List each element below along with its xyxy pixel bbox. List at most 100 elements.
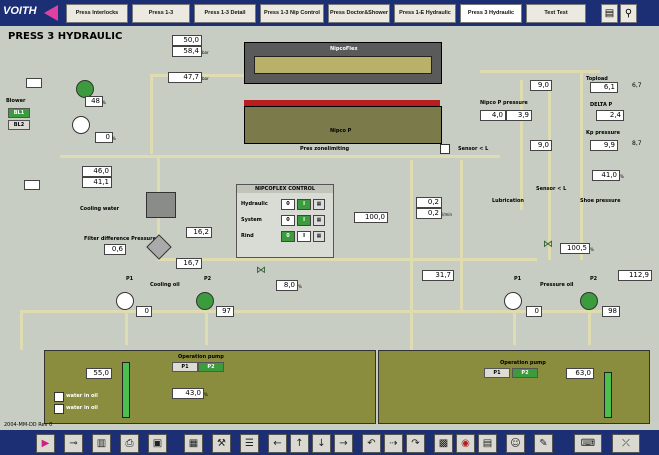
arrow-up-icon[interactable]: ↑ [290,434,309,453]
kp-value-c: 8,7 [632,140,642,147]
system-detail-icon[interactable]: ▦ [313,215,325,226]
cooling-pump-p1-icon[interactable] [116,292,134,310]
nipcoflex-control-panel: NIPCOFLEX CONTROL Hydraulic 0 I ▦ System… [236,184,334,258]
pipe [157,258,537,261]
search-icon[interactable]: ⚲ [620,4,637,23]
cooling-oil-valve-icon[interactable]: ⋈ [256,265,266,276]
tools-icon[interactable]: ⚒ [212,434,231,453]
unit-label: bar [202,76,209,81]
mid-value-d: 31,7 [422,270,454,281]
notepad-icon[interactable]: ▤ [601,4,618,23]
cooling-pump-p2-icon[interactable] [196,292,214,310]
hydraulic-on-button[interactable]: I [297,199,311,210]
forward-icon[interactable]: ⇢ [384,434,403,453]
water-indicator-1 [54,392,64,402]
unit-label: bar [202,50,209,55]
pipe [205,300,208,345]
cooling-valve-pct: 8,0 [276,280,298,291]
pipe [513,300,516,345]
nipco-p-roll[interactable] [244,106,442,144]
tab-press-hydraulic[interactable]: Press 1-E Hydraulic [394,4,456,23]
tab-press-1-3[interactable]: Press 1-3 [132,4,190,23]
trend-icon[interactable]: ▤ [478,434,497,453]
list-icon[interactable]: ☰ [240,434,259,453]
tank-right-p1-button[interactable]: P1 [484,368,510,378]
blower-indicator [26,78,42,88]
left-pressure-value: 47,7 [168,72,202,83]
pipe [460,160,463,310]
filter-diff-label: Filter difference Pressure [84,236,156,242]
pct-unit: % [298,284,302,289]
pipe [410,160,413,350]
text-icon[interactable]: ⌨ [574,434,602,453]
hydraulic-off-button[interactable]: 0 [281,199,295,210]
print-icon[interactable]: ⎙ [120,434,139,453]
nipco-pressure-b: 3,9 [506,110,532,121]
filter-diff-value: 0,6 [104,244,126,255]
nipcoflex-shoe [254,56,432,74]
alarm-icon[interactable]: ◉ [456,434,475,453]
delta-p-value: 2,4 [596,110,624,121]
play-icon[interactable]: ▶ [36,434,55,453]
rind-detail-icon[interactable]: ▦ [313,231,325,242]
tab-press-1-3-detail[interactable]: Press 1-3 Detail [194,4,256,23]
pct-unit: % [112,136,116,141]
top-navigation-bar: VOITH Press Interlocks Press 1-3 Press 1… [0,0,659,26]
right-far-value: 112,9 [618,270,652,281]
system-on-button[interactable]: I [297,215,311,226]
pressure-pump-p2-icon[interactable] [580,292,598,310]
tab-text-test[interactable]: Text Test [526,4,586,23]
system-off-button[interactable]: 0 [281,215,295,226]
pressure-oil-valve-icon[interactable]: ⋈ [543,239,553,250]
arrow-left-icon[interactable]: ← [268,434,287,453]
chart-icon[interactable]: ▥ [92,434,111,453]
tab-press-3-hydraulic[interactable]: Press 3 Hydraulic [460,4,522,23]
undo-icon[interactable]: ↶ [362,434,381,453]
tab-press-nip-control[interactable]: Press 1-3 Nip Control [260,4,324,23]
tab-press-interlocks[interactable]: Press Interlocks [66,4,128,23]
user-icon[interactable]: ☺ [506,434,525,453]
tank-right-p2-button[interactable]: P2 [512,368,538,378]
bl2-button[interactable]: BL2 [8,120,30,130]
heat-exchanger-icon[interactable] [146,192,176,218]
p1-label: P1 [514,276,522,282]
tank-p1-button[interactable]: P1 [172,362,198,372]
mid-value-b: 0,2 [416,208,442,219]
p2-label: P2 [590,276,598,282]
bl1-button[interactable]: BL1 [8,108,30,118]
pen-icon[interactable]: ✎ [534,434,553,453]
bottom-toolbar: ▶ ⊸ ▥ ⎙ ▣ ▦ ⚒ ☰ ← ↑ ↓ → ↶ ⇢ ↷ ▩ ◉ ▤ ☺ ✎ … [0,430,659,455]
delta-p-label: DELTA P [590,102,613,108]
arrow-down-icon[interactable]: ↓ [312,434,331,453]
grid-icon[interactable]: ▩ [434,434,453,453]
topload-label: Topload [586,76,608,82]
pipe [588,300,591,345]
key-icon[interactable]: ⊸ [64,434,83,453]
pct-unit: % [204,392,208,397]
rind-on-button[interactable]: I [297,231,311,242]
hydraulic-detail-icon[interactable]: ▦ [313,199,325,210]
kp-pressure-label: Kp pressure [586,130,620,136]
redo-icon[interactable]: ↷ [406,434,425,453]
back-arrow-icon[interactable] [44,5,58,21]
pipe [480,70,600,73]
flow-value-a: 16,2 [186,227,212,238]
pipe [125,300,128,345]
tab-press-doctor-shower[interactable]: Press Doctor&Shower [328,4,390,23]
pressure-oil-label: Pressure oil [540,282,574,288]
operation-pump-label: Operation pump [500,360,546,366]
arrow-right-icon[interactable]: → [334,434,353,453]
calc-icon[interactable]: ▦ [184,434,203,453]
rind-off-button[interactable]: 0 [281,231,295,242]
right-top-a: 9,0 [530,80,552,91]
pipe [520,80,523,210]
kp-value-b: 9,9 [590,140,618,151]
pct-unit: % [102,100,106,105]
pressure-pump-p1-icon[interactable] [504,292,522,310]
exit-icon[interactable]: ⤫ [612,434,640,453]
blower-2-icon[interactable] [72,116,90,134]
tank-p2-button[interactable]: P2 [198,362,224,372]
disk-icon[interactable]: ▣ [148,434,167,453]
cooling-water-indicator [24,180,40,190]
